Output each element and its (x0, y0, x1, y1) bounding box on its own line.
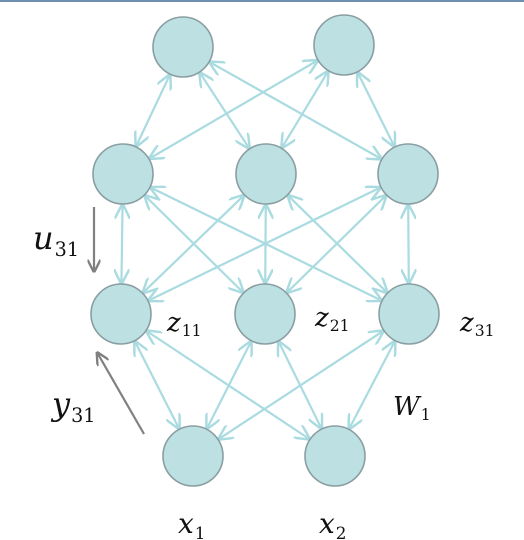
edge-l2-n1-to-l3-n0 (207, 342, 251, 429)
edge-l0-n1-to-l1-n2 (358, 73, 394, 146)
node-output-1 (152, 16, 214, 78)
node-hidden1-3 (378, 283, 440, 345)
edge-l0-n1-to-l1-n1 (282, 72, 328, 148)
label-z21: z21 (315, 303, 350, 336)
edge-l0-n0-to-l1-n0 (136, 75, 170, 146)
label-w1: W1 (393, 392, 431, 425)
edge-l1-n2-to-l2-n1 (287, 196, 386, 293)
edge-l0-n0-to-l1-n2 (210, 62, 381, 159)
node-hidden2-2 (235, 143, 297, 205)
annotation-layer (94, 207, 145, 435)
node-input-2 (304, 425, 366, 487)
node-layer (90, 14, 440, 487)
label-x2: x2 (319, 507, 347, 540)
node-output-2 (313, 14, 375, 76)
edge-l2-n2-to-l3-n1 (349, 341, 394, 428)
edge-l2-n2-to-l3-n0 (219, 331, 383, 439)
y31-arrow (98, 354, 145, 435)
edge-l2-n0-to-l3-n0 (135, 342, 179, 429)
edge-l1-n0-to-l2-n0 (121, 205, 122, 283)
label-y31: y31 (52, 385, 96, 427)
top-rule (0, 0, 524, 2)
node-hidden1-1 (90, 283, 152, 345)
node-hidden2-1 (92, 143, 154, 205)
label-x1: x1 (178, 507, 206, 540)
node-hidden1-2 (234, 283, 296, 345)
label-z11: z11 (167, 308, 202, 341)
node-hidden2-3 (377, 143, 439, 205)
edge-layer (121, 61, 408, 439)
node-input-1 (162, 425, 224, 487)
label-u31: u31 (33, 219, 80, 261)
label-z31: z31 (460, 308, 495, 341)
edge-l0-n0-to-l1-n1 (200, 73, 249, 148)
edge-l1-n2-to-l2-n2 (408, 205, 409, 283)
